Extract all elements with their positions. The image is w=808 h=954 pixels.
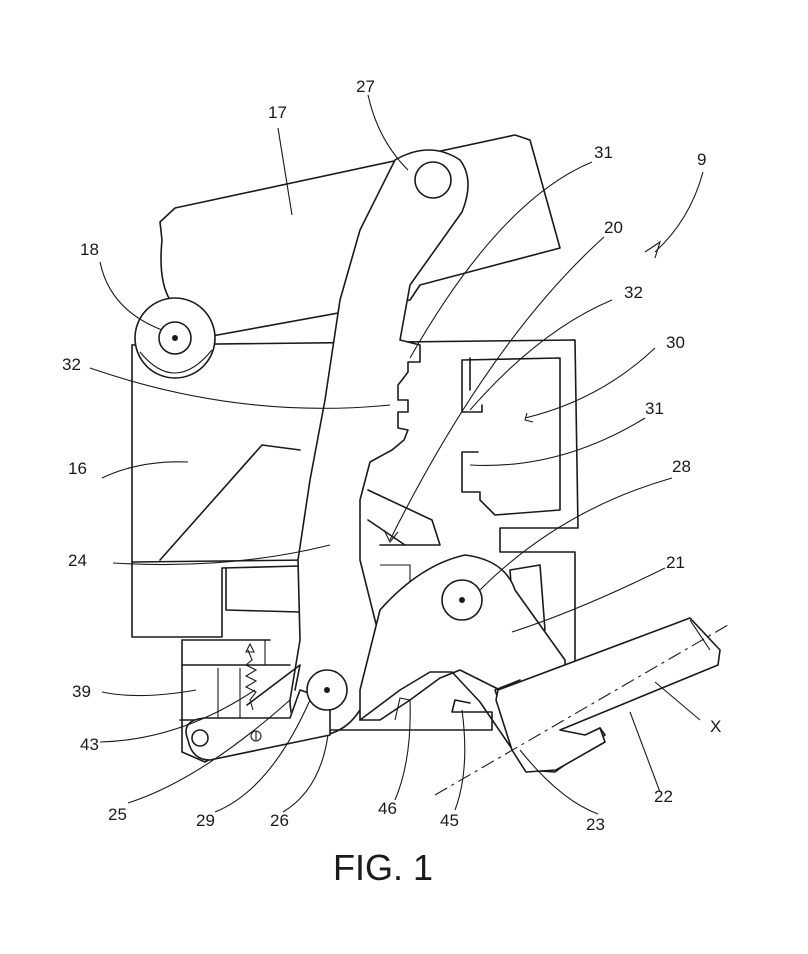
link-25 (185, 664, 348, 761)
label-31-right: 31 (645, 399, 664, 418)
label-29: 29 (196, 811, 215, 830)
label-43: 43 (80, 735, 99, 754)
label-27: 27 (356, 77, 375, 96)
label-9: 9 (697, 150, 706, 169)
label-30: 30 (666, 333, 685, 352)
label-39: 39 (72, 682, 91, 701)
label-45: 45 (440, 811, 459, 830)
pivot-18 (134, 297, 216, 379)
housing-16 (131, 339, 579, 671)
label-25: 25 (108, 805, 127, 824)
cam-20 (367, 489, 441, 585)
label-26: 26 (270, 811, 289, 830)
axis-x (434, 624, 729, 796)
label-18: 18 (80, 240, 99, 259)
spring-43 (244, 642, 262, 742)
label-X: X (710, 717, 721, 736)
label-32-right: 32 (624, 283, 643, 302)
label-31-top: 31 (594, 143, 613, 162)
figure-caption: FIG. 1 (333, 847, 433, 888)
label-46: 46 (378, 799, 397, 818)
leader-lines (89, 94, 704, 815)
label-17: 17 (268, 103, 287, 122)
label-21: 21 (666, 553, 685, 572)
label-23: 23 (586, 815, 605, 834)
reference-labels: 17 27 31 9 20 18 32 30 32 31 16 28 24 21… (62, 77, 721, 834)
label-22: 22 (654, 787, 673, 806)
label-32-left: 32 (62, 355, 81, 374)
label-28: 28 (672, 457, 691, 476)
pawl-21 (359, 554, 566, 721)
label-20: 20 (604, 218, 623, 237)
label-16: 16 (68, 459, 87, 478)
label-24: 24 (68, 551, 87, 570)
